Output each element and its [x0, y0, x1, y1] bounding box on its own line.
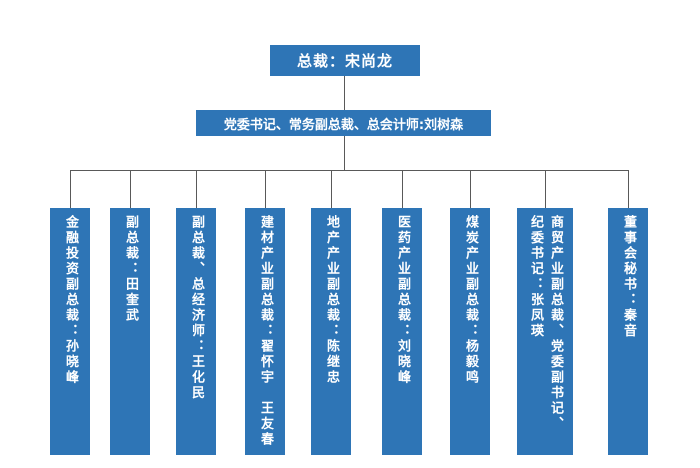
president-label: 总裁：宋尚龙	[296, 52, 393, 70]
member-label: 副总裁：田奎武	[123, 215, 138, 324]
connector-drop-1	[70, 170, 71, 208]
member-label: 副总裁、总经济师：王化民	[189, 215, 204, 401]
president-box: 总裁：宋尚龙	[270, 45, 420, 76]
member-label: 董事会秘书：秦音	[621, 215, 636, 339]
connector-drop-5	[331, 170, 332, 208]
member-box-board-secretary: 董事会秘书：秦音	[608, 208, 648, 455]
connector-drop-9	[628, 170, 629, 208]
member-label: 金融投资副总裁：孙晓峰	[63, 215, 78, 386]
connector-drop-8	[545, 170, 546, 208]
secretary-label: 党委书记、常务副总裁、总会计师:刘树森	[223, 117, 464, 133]
member-label: 建材产业副总裁：翟怀宇 王友春	[258, 215, 273, 448]
member-label: 地产产业副总裁：陈继忠	[324, 215, 339, 386]
connector-horizontal	[70, 170, 629, 171]
connector-drop-6	[402, 170, 403, 208]
member-box-commerce-vp-discipline-secretary: 商贸产业副总裁、党委副书记、 纪委书记：张凤瑛	[517, 208, 573, 455]
connector-drop-3	[196, 170, 197, 208]
connector-stem-vertical	[344, 136, 345, 170]
connector-drop-7	[470, 170, 471, 208]
connector-root-vertical	[344, 76, 345, 110]
member-box-coal-vp: 煤炭产业副总裁：杨毅鸣	[450, 208, 490, 455]
member-box-finance-vp: 金融投资副总裁：孙晓峰	[50, 208, 90, 455]
member-box-vp-tian: 副总裁：田奎武	[110, 208, 150, 455]
connector-drop-2	[130, 170, 131, 208]
member-box-chief-economist: 副总裁、总经济师：王化民	[176, 208, 216, 455]
connector-drop-4	[265, 170, 266, 208]
member-label: 医药产业副总裁：刘晓峰	[395, 215, 410, 386]
member-box-pharma-vp: 医药产业副总裁：刘晓峰	[382, 208, 422, 455]
member-label: 商贸产业副总裁、党委副书记、 纪委书记：张凤瑛	[528, 215, 563, 432]
member-label: 煤炭产业副总裁：杨毅鸣	[463, 215, 478, 386]
member-box-real-estate-vp: 地产产业副总裁：陈继忠	[311, 208, 351, 455]
member-box-building-materials-vp: 建材产业副总裁：翟怀宇 王友春	[245, 208, 285, 455]
secretary-box: 党委书记、常务副总裁、总会计师:刘树森	[196, 110, 491, 136]
